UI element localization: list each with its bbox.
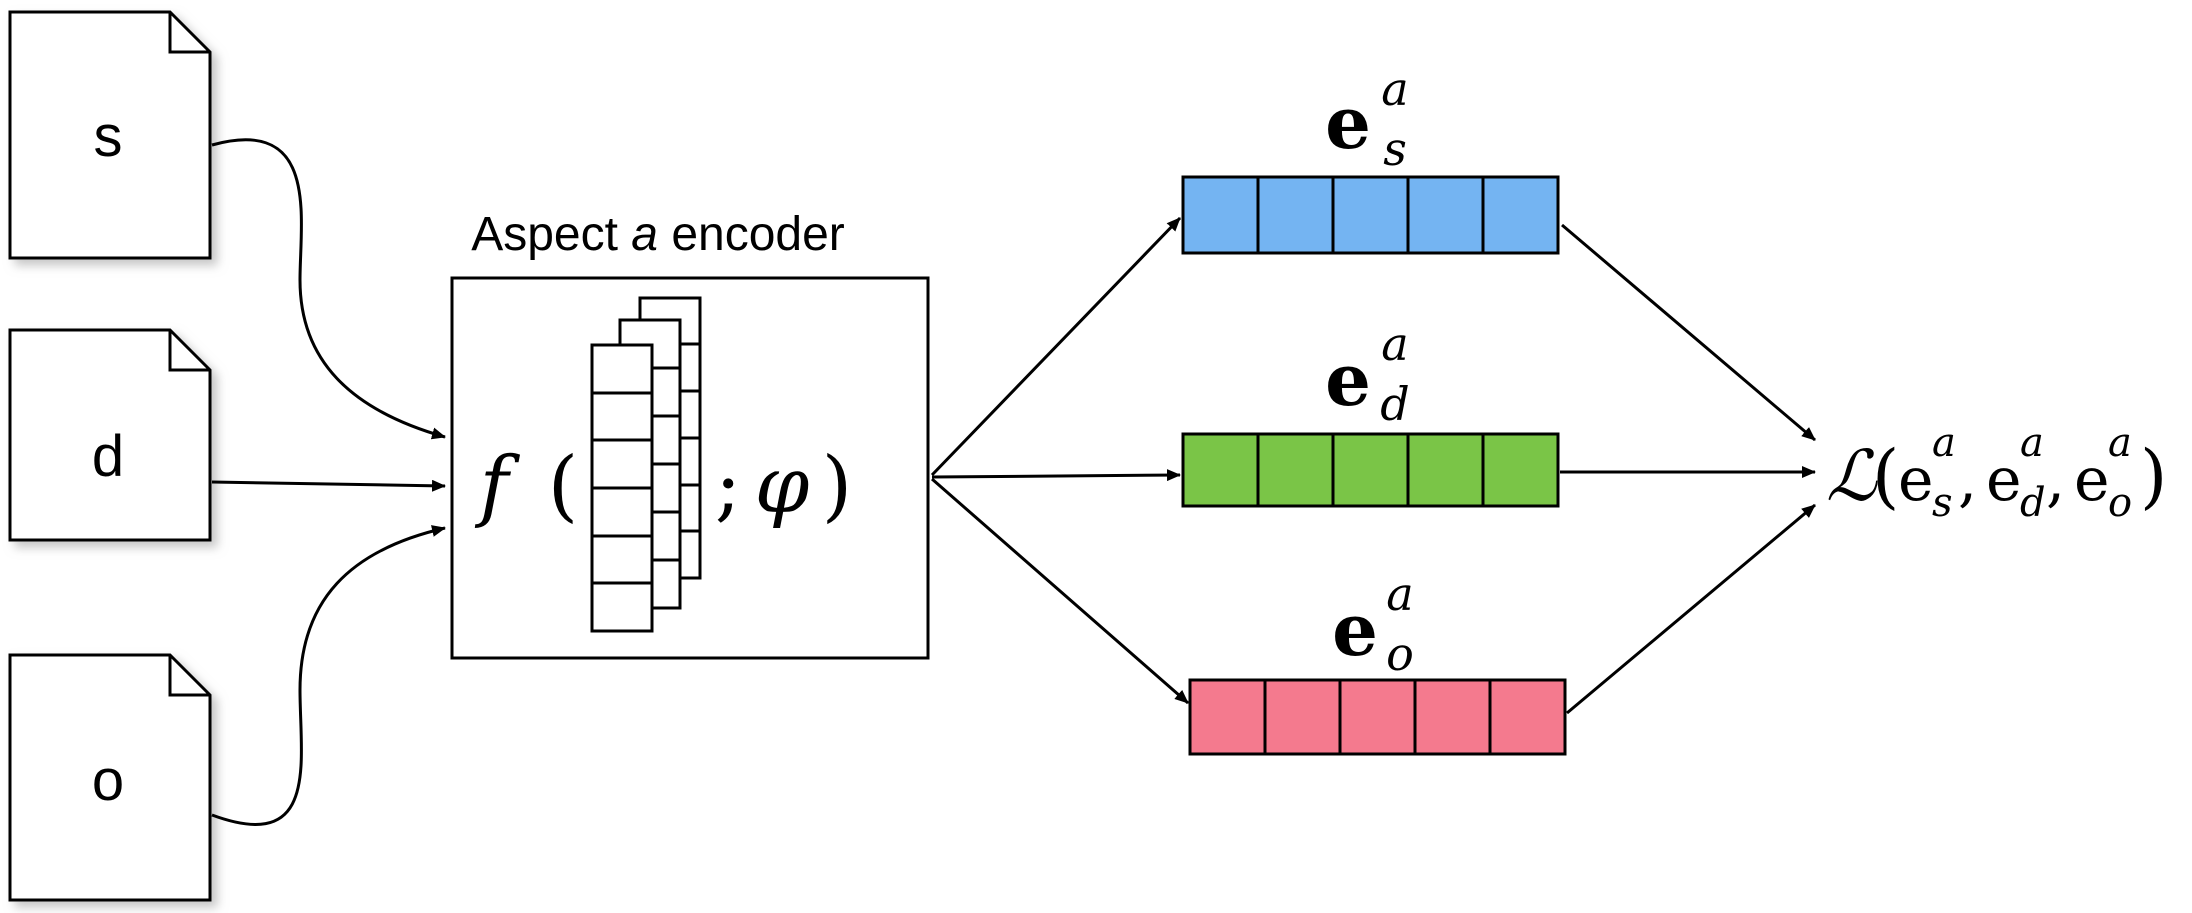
encoder-close-paren: ) (822, 441, 852, 531)
svg-text:o: o (2108, 480, 2132, 526)
encoder-layer-stack (590, 296, 702, 633)
encoder-open-paren: ( (548, 441, 578, 531)
embedding-eo-label: e a o (1332, 567, 1414, 681)
svg-text:e: e (1332, 587, 1378, 672)
document-d (8, 328, 212, 542)
svg-text:a: a (1381, 317, 1408, 371)
svg-text:): ) (2140, 435, 2167, 517)
encoder-layer-front (590, 343, 654, 633)
arrow-s-to-encoder (211, 138, 446, 440)
svg-text:,: , (1958, 445, 1977, 515)
svg-text:ℒ: ℒ (1826, 435, 1878, 517)
svg-text:d: d (1380, 377, 1409, 431)
document-o (8, 653, 212, 902)
svg-text:e: e (1898, 445, 1934, 515)
arrow-eo-to-loss (1566, 503, 1816, 715)
arrow-es-to-loss (1561, 223, 1816, 442)
encoder-title: Aspect a encoder (471, 208, 845, 261)
arrow-encoder-to-ed (931, 469, 1181, 482)
arrow-encoder-to-eo (931, 477, 1189, 705)
svg-text:d: d (2020, 480, 2046, 526)
svg-text:a: a (1932, 420, 1956, 466)
svg-text:a: a (1381, 62, 1408, 116)
svg-text:a: a (2020, 420, 2044, 466)
embedding-vector-ed (1181, 432, 1560, 508)
embedding-es-label: e a s (1325, 62, 1409, 176)
svg-text:(: ( (1872, 435, 1899, 517)
loss-formula: ℒ ( e a s , e a d , e a o ) (1826, 420, 2167, 526)
embedding-vector-eo (1188, 678, 1567, 756)
svg-text:a: a (1386, 567, 1413, 621)
arrow-o-to-encoder (211, 525, 446, 826)
arrow-encoder-to-es (930, 216, 1182, 477)
arrow-d-to-encoder (211, 479, 446, 492)
svg-text:s: s (1932, 480, 1953, 526)
document-d-label: d (92, 424, 124, 489)
embedding-ed-label: e a d (1325, 317, 1410, 431)
document-s-label: s (94, 104, 123, 169)
svg-text:e: e (2074, 445, 2110, 515)
document-s (8, 10, 212, 260)
svg-text:o: o (1386, 627, 1414, 681)
embedding-vector-es (1181, 175, 1560, 255)
svg-text:a: a (2108, 420, 2132, 466)
svg-text:e: e (1325, 80, 1371, 165)
svg-text:e: e (1325, 337, 1371, 422)
document-o-label: o (92, 748, 124, 813)
encoder-parameter: φ (755, 441, 810, 531)
svg-text:,: , (2046, 445, 2065, 515)
encoder-semicolon: ; (715, 441, 741, 531)
svg-text:e: e (1986, 445, 2022, 515)
svg-text:s: s (1383, 122, 1407, 176)
